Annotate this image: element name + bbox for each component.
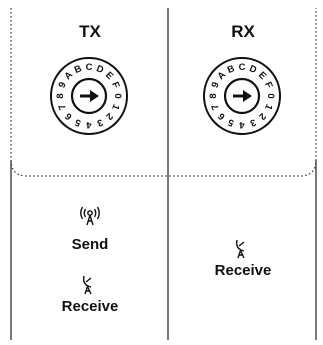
right-arrow-icon [233,90,252,102]
rx-dial-char: 2 [256,110,268,122]
tx-dial-char: C [86,62,93,73]
rx-receive-label: Receive [214,262,272,279]
tx-receive-label: Receive [61,298,119,315]
rx-dial-char: B [226,63,237,76]
rx-dial-char: 0 [265,93,276,98]
satellite-dish-icon [231,238,255,260]
rx-dial-char: 5 [226,116,236,128]
tx-dial-char: 1 [109,102,121,112]
tx-dial-char: 3 [95,116,104,128]
rx-dial-char: F [262,80,274,90]
rx-dial-char: 1 [262,102,274,112]
tx-dial-char: 0 [112,93,123,98]
satellite-dish-icon [78,274,102,296]
rx-dial-char: 7 [210,102,222,111]
tx-dial-char: 4 [86,119,92,130]
rx-dial-char: 3 [248,116,257,128]
tx-dial-char: 5 [73,116,83,128]
tx-dial-char: 6 [63,110,75,122]
rx-dial-char: 4 [239,119,245,130]
rx-title: RX [231,22,255,41]
tx-dial-char: D [95,63,106,76]
rx-dial-char: C [239,62,246,73]
tx-dial-char: 8 [55,93,66,98]
tx-dial-char: B [73,63,84,76]
tx-dial-char: 9 [57,81,69,90]
tx-send-label: Send [71,236,109,253]
rx-dial-char: 9 [210,81,222,90]
tx-dial-char: 7 [57,102,69,111]
tx-title: TX [79,22,101,41]
broadcast-antenna-icon [78,205,102,227]
rx-dial-char: 8 [208,93,219,98]
tx-dial-char: 2 [103,110,115,122]
tx-dial-char: F [109,80,121,90]
right-arrow-icon [80,90,99,102]
rx-dial-char: D [248,63,259,76]
rx-dial-char: 6 [216,110,228,122]
